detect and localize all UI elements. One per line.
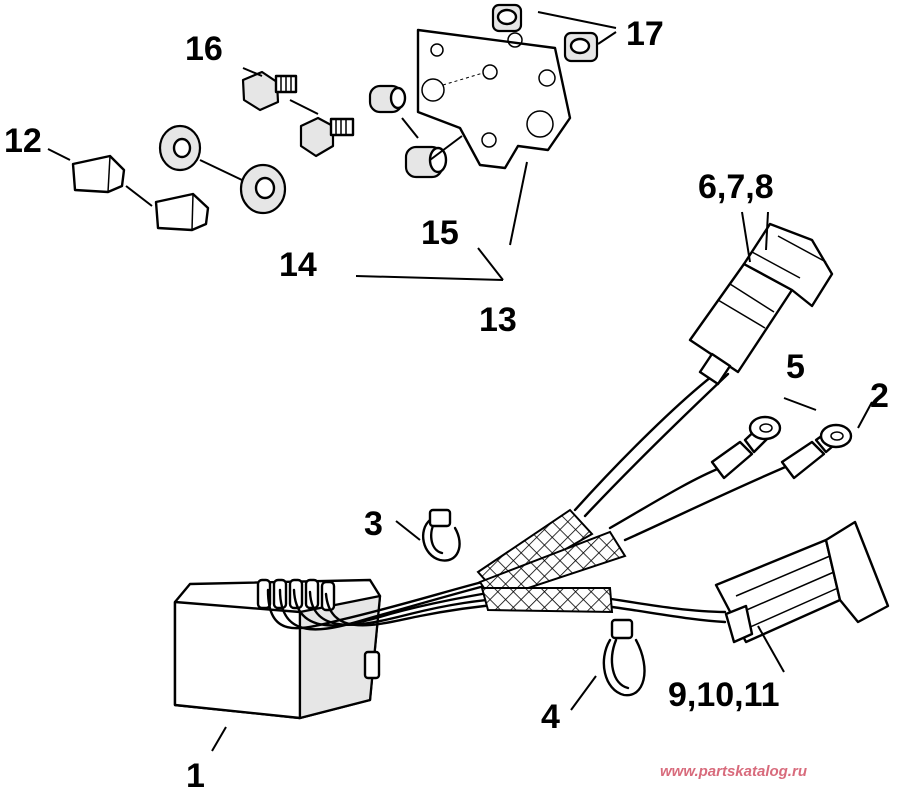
plug-part-15-a (368, 84, 407, 114)
tie-strap-part-3 (421, 508, 461, 562)
wiring-harness (266, 368, 792, 631)
connector-part-9-10-11 (714, 520, 890, 644)
callout-5: 5 (786, 348, 805, 386)
plug-part-15-b (404, 145, 448, 179)
callout-2: 2 (870, 377, 889, 415)
leader-lines (47, 11, 873, 752)
clip-part-12-b (154, 192, 210, 232)
grommet-part-14-a (158, 124, 202, 172)
callout-16: 16 (185, 30, 223, 68)
ring-terminal-part-2 (780, 423, 853, 480)
callout-1: 1 (186, 757, 205, 795)
assembly-lines (125, 99, 463, 207)
ring-terminal-part-5 (710, 415, 782, 480)
callout-4: 4 (541, 698, 560, 736)
callout-15: 15 (421, 214, 459, 252)
mounting-bracket (416, 28, 572, 170)
callout-3: 3 (364, 505, 383, 543)
screw-part-16-a (241, 70, 298, 112)
screw-part-16-b (299, 116, 355, 158)
callout-17: 17 (626, 15, 664, 53)
clip-part-12-a (71, 154, 126, 194)
grommet-part-14-b (239, 163, 287, 215)
module-wire-boots (256, 578, 336, 612)
woven-sleeves (476, 508, 627, 614)
callout-6-7-8: 6,7,8 (698, 168, 774, 206)
callout-12: 12 (4, 122, 42, 160)
spacer-part-17-a (491, 3, 523, 33)
tie-strap-part-4 (602, 618, 646, 697)
watermark-text: www.partskatalog.ru (660, 763, 807, 780)
electronic-module (173, 578, 382, 720)
spacer-part-17-b (563, 31, 599, 63)
callout-labels: 16 17 12 6,7,8 15 14 13 5 2 3 9,10,11 4 … (4, 15, 889, 795)
connector-part-6-7-8 (688, 222, 834, 386)
callout-9-10-11: 9,10,11 (668, 676, 780, 714)
callout-13: 13 (479, 301, 517, 339)
callout-14: 14 (279, 246, 317, 284)
